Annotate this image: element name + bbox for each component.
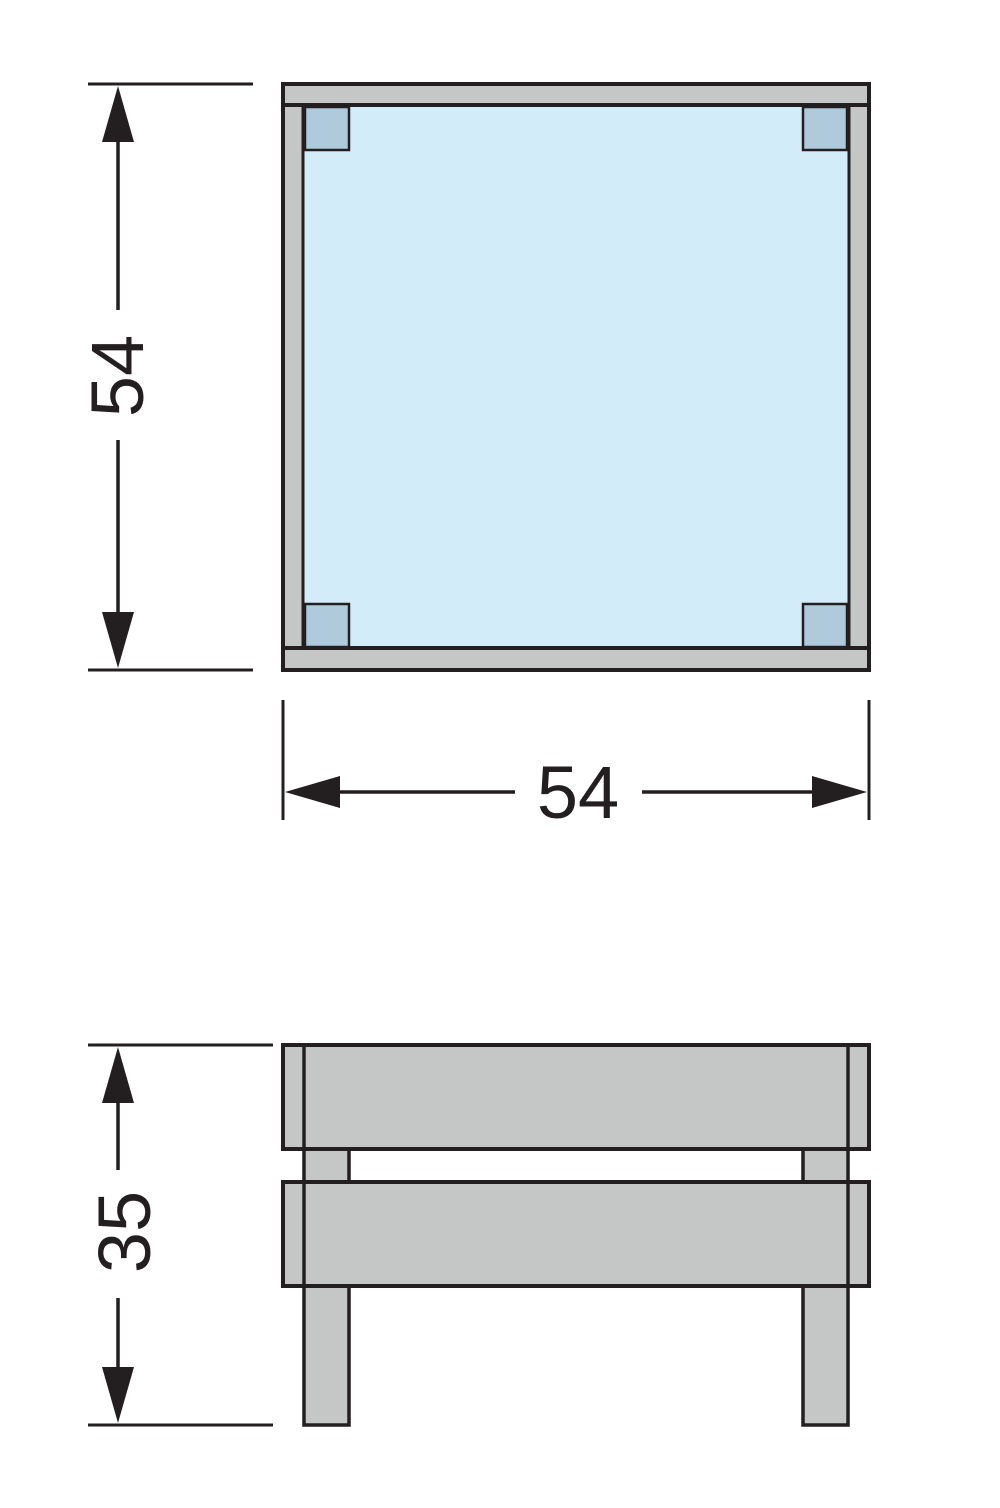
- leg-left-lower: [302, 1283, 351, 1427]
- upper-panel: [281, 1043, 871, 1151]
- arrow-down-icon: [102, 1367, 134, 1423]
- arrow-down-icon: [102, 612, 134, 668]
- top-view: [281, 82, 871, 672]
- top-view-height-dimension: 54: [76, 82, 253, 672]
- glass-top: [301, 103, 851, 650]
- side-view: [281, 1043, 871, 1427]
- arrow-up-icon: [102, 1047, 134, 1103]
- leg-right-upper: [801, 1146, 850, 1184]
- corner-leg-top-right: [801, 105, 849, 152]
- side-height-label: 35: [83, 1191, 166, 1273]
- arrow-left-icon: [285, 776, 340, 808]
- corner-leg-bottom-left: [303, 602, 351, 649]
- arrow-right-icon: [812, 776, 867, 808]
- arrow-up-icon: [102, 86, 134, 142]
- corner-leg-bottom-right: [801, 602, 849, 649]
- top-height-label: 54: [76, 335, 159, 417]
- leg-right-lower: [801, 1283, 850, 1427]
- lower-panel: [281, 1180, 871, 1288]
- corner-leg-top-left: [303, 105, 351, 152]
- side-view-height-dimension: 35: [83, 1043, 273, 1427]
- top-width-label: 54: [537, 751, 619, 834]
- top-view-width-dimension: 54: [281, 700, 871, 834]
- leg-left-upper: [302, 1146, 351, 1184]
